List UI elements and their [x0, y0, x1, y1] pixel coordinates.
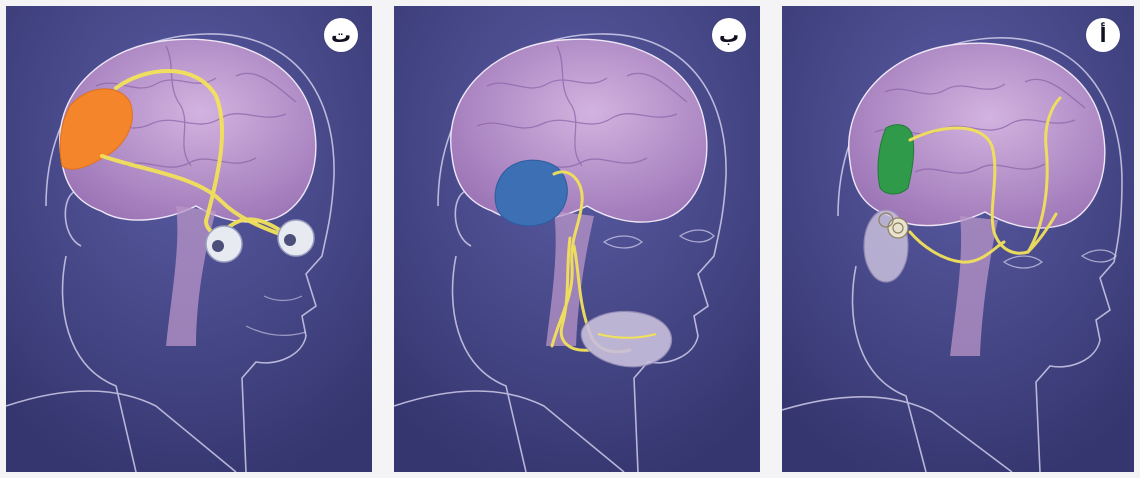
taste-cortex-area	[495, 160, 567, 226]
panel-label-badge: أ	[1086, 18, 1120, 52]
panel-taste-pathway: ب	[394, 6, 760, 472]
auditory-pathway-illustration	[782, 6, 1134, 472]
auditory-cortex-area	[878, 125, 914, 194]
visual-pathway-illustration	[6, 6, 372, 472]
panel-label-badge: ب	[712, 18, 746, 52]
brain	[451, 39, 707, 222]
inner-ear-icon	[864, 210, 908, 282]
panel-visual-pathway: ت	[6, 6, 372, 472]
taste-pathway-illustration	[394, 6, 760, 472]
panel-label-badge: ت	[324, 18, 358, 52]
panel-auditory-pathway: أ	[782, 6, 1134, 472]
